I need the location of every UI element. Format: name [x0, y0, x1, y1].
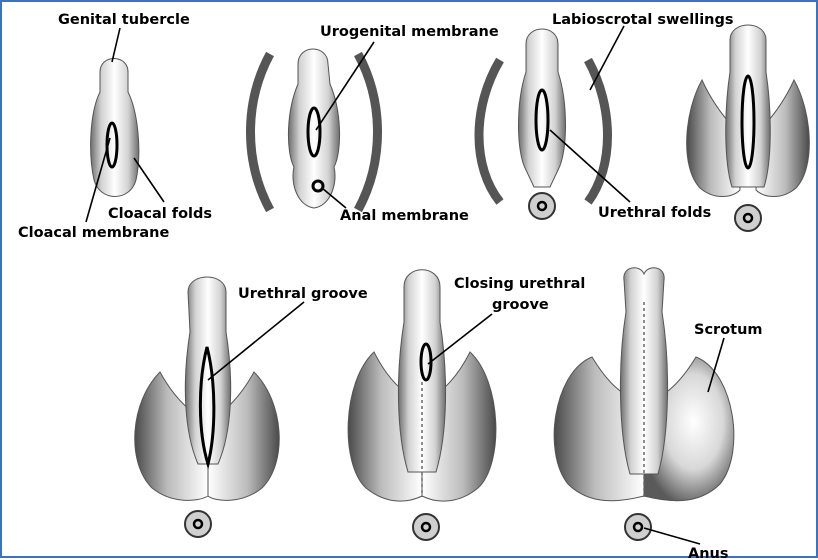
leader-anus	[644, 528, 700, 544]
label-genital-tubercle: Genital tubercle	[58, 12, 190, 28]
leader-genital-tubercle	[112, 28, 120, 62]
stage-3	[479, 29, 608, 219]
stage5-anal-ring	[185, 511, 211, 537]
stage2-swelling-right	[358, 54, 378, 210]
label-labioscrotal-swellings: Labioscrotal swellings	[552, 12, 734, 28]
stage-2	[251, 49, 378, 210]
stage3-swelling-right	[588, 60, 608, 202]
stage7-anal-ring	[625, 514, 651, 540]
stage4-anal-ring	[735, 205, 761, 231]
label-scrotum: Scrotum	[694, 322, 763, 338]
leader-cloacal-folds	[134, 158, 164, 202]
label-closing-urethral-groove-2: groove	[492, 297, 549, 313]
label-urethral-folds: Urethral folds	[598, 205, 711, 221]
leader-labioscrotal-swellings	[590, 26, 624, 90]
label-urogenital-membrane: Urogenital membrane	[320, 24, 499, 40]
stage3-tubercle	[519, 29, 566, 187]
stage-5	[135, 277, 279, 537]
label-cloacal-folds: Cloacal folds	[108, 206, 212, 222]
stage6-anal-ring	[413, 514, 439, 540]
stage-6	[348, 270, 496, 540]
stage2-swelling-left	[251, 54, 271, 210]
stage-7	[554, 268, 734, 540]
label-anal-membrane: Anal membrane	[340, 208, 469, 224]
label-urethral-groove: Urethral groove	[238, 286, 368, 302]
stage4-tubercle	[726, 25, 771, 187]
stage3-anal-ring	[529, 193, 555, 219]
stage-4	[687, 25, 810, 231]
label-closing-urethral-groove-1: Closing urethral	[454, 276, 585, 292]
stage5-penis	[185, 277, 230, 464]
label-cloacal-membrane: Cloacal membrane	[18, 225, 169, 241]
stage3-swelling-left	[479, 60, 500, 202]
stage-1	[91, 59, 139, 197]
